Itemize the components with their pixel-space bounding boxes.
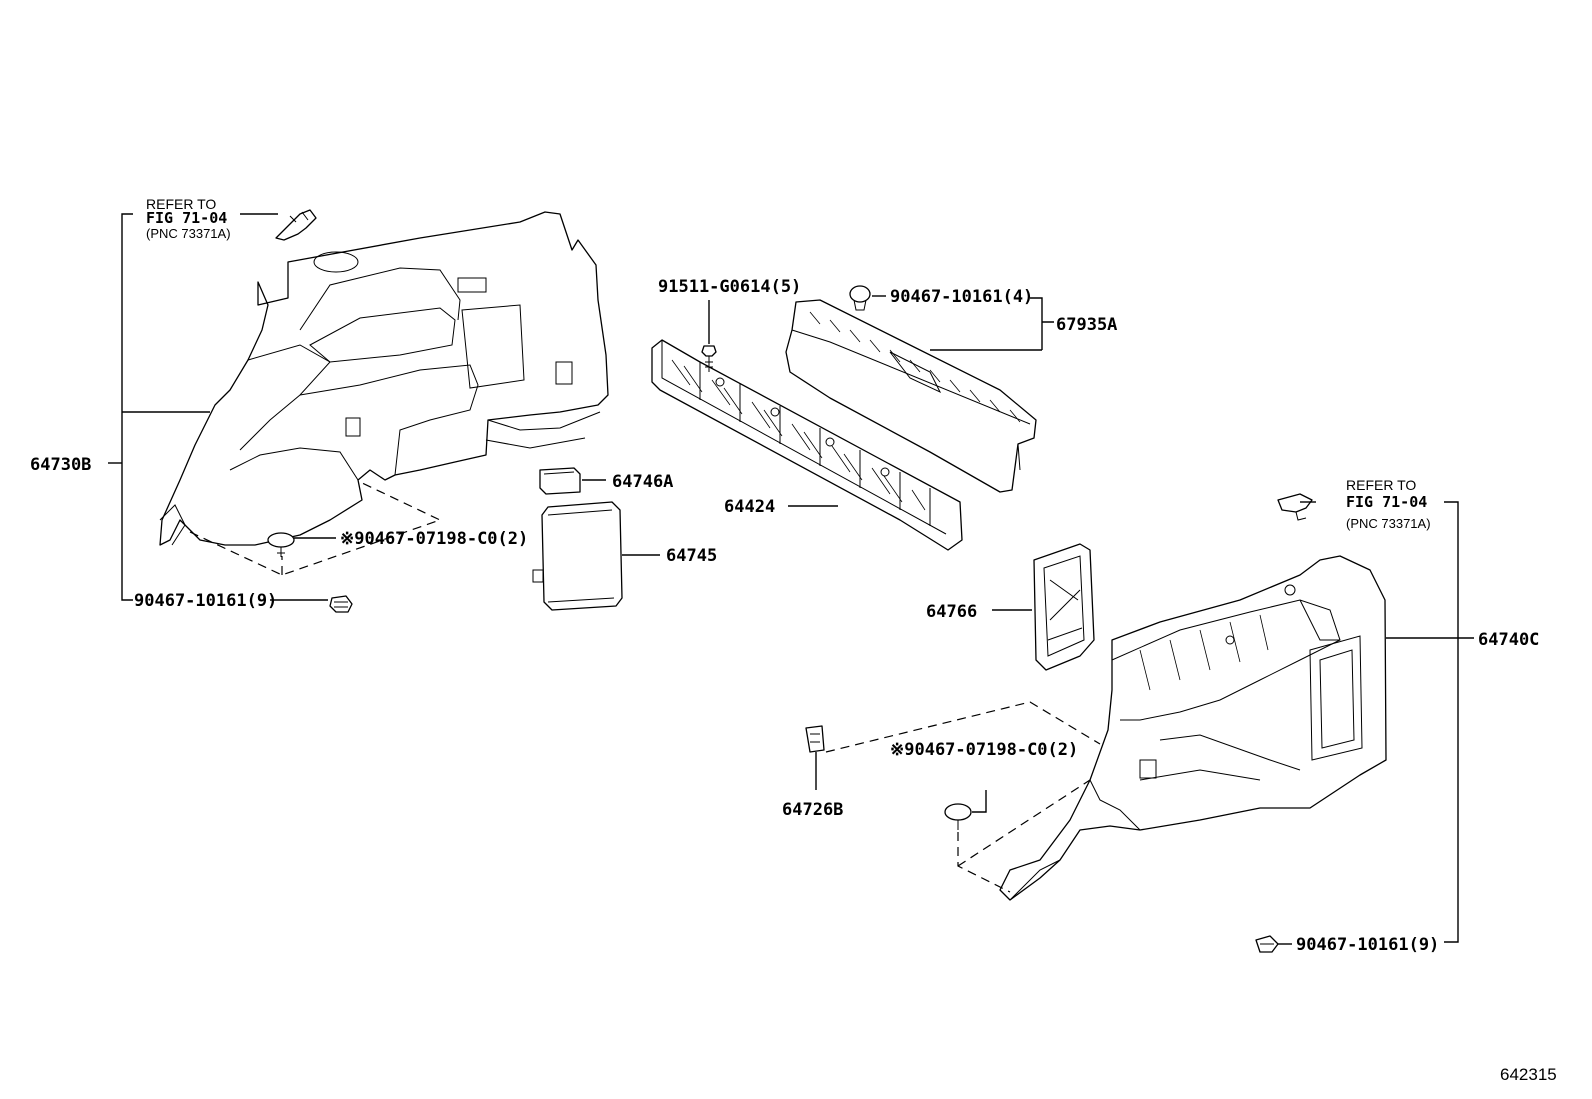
callout-64726b[interactable]: 64726B <box>782 800 843 820</box>
callout-67935a[interactable]: 67935A <box>1056 315 1117 335</box>
right-hook-clip-icon <box>1277 493 1313 521</box>
clip-90467-4-icon <box>849 285 871 311</box>
callout-91511-g0614[interactable]: 91511-G0614(5) <box>658 277 801 297</box>
callout-64740c[interactable]: 64740C <box>1478 630 1539 650</box>
refer-left-line1: REFER TO <box>146 196 216 212</box>
callout-90467-07198-left[interactable]: ※90467-07198-C0(2) <box>340 529 528 549</box>
left-hook-clip-icon <box>275 209 317 241</box>
right-clip-dashed-guide <box>825 701 1101 753</box>
diagram-id: 642315 <box>1500 1065 1557 1084</box>
clip-64726b[interactable] <box>805 725 825 753</box>
right-group-bracket <box>1444 501 1459 943</box>
bolt-91511-icon <box>701 345 717 372</box>
refer-left-fig[interactable]: FIG 71-04 <box>146 209 227 227</box>
callout-64424[interactable]: 64424 <box>724 497 775 517</box>
right-trim-clip-icon <box>944 803 972 830</box>
callout-64766[interactable]: 64766 <box>926 602 977 622</box>
refer-right-fig[interactable]: FIG 71-04 <box>1346 493 1427 511</box>
refer-left-pnc: (PNC 73371A) <box>146 226 231 241</box>
right-quarter-trim-panel[interactable] <box>999 555 1387 901</box>
callout-90467-10161-9-left[interactable]: 90467-10161(9) <box>134 591 277 611</box>
left-group-bracket <box>121 213 133 601</box>
cover-64745[interactable] <box>532 501 623 611</box>
left-quarter-trim-panel[interactable] <box>159 211 609 546</box>
left-screw-clip-icon <box>329 595 353 613</box>
refer-right-line1: REFER TO <box>1346 477 1416 493</box>
callout-90467-10161-4[interactable]: 90467-10161(4) <box>890 287 1033 307</box>
left-clip-dashed-guide <box>189 481 442 576</box>
right-clip-dashed-guide-2 <box>957 779 1091 893</box>
callout-90467-10161-9-right[interactable]: 90467-10161(9) <box>1296 935 1439 955</box>
callout-90467-07198-right[interactable]: ※90467-07198-C0(2) <box>890 740 1078 760</box>
garnish-64424[interactable] <box>651 339 963 551</box>
right-screw-clip-icon <box>1255 935 1279 953</box>
left-trim-clip-icon <box>267 532 295 557</box>
panel-64766[interactable] <box>1033 543 1095 671</box>
callout-64745[interactable]: 64745 <box>666 546 717 566</box>
callout-64730b[interactable]: 64730B <box>30 455 91 475</box>
refer-right-pnc: (PNC 73371A) <box>1346 516 1431 531</box>
callout-64746a[interactable]: 64746A <box>612 472 673 492</box>
cover-64746a[interactable] <box>539 467 581 495</box>
scuff-plate-67935a[interactable] <box>785 299 1037 493</box>
